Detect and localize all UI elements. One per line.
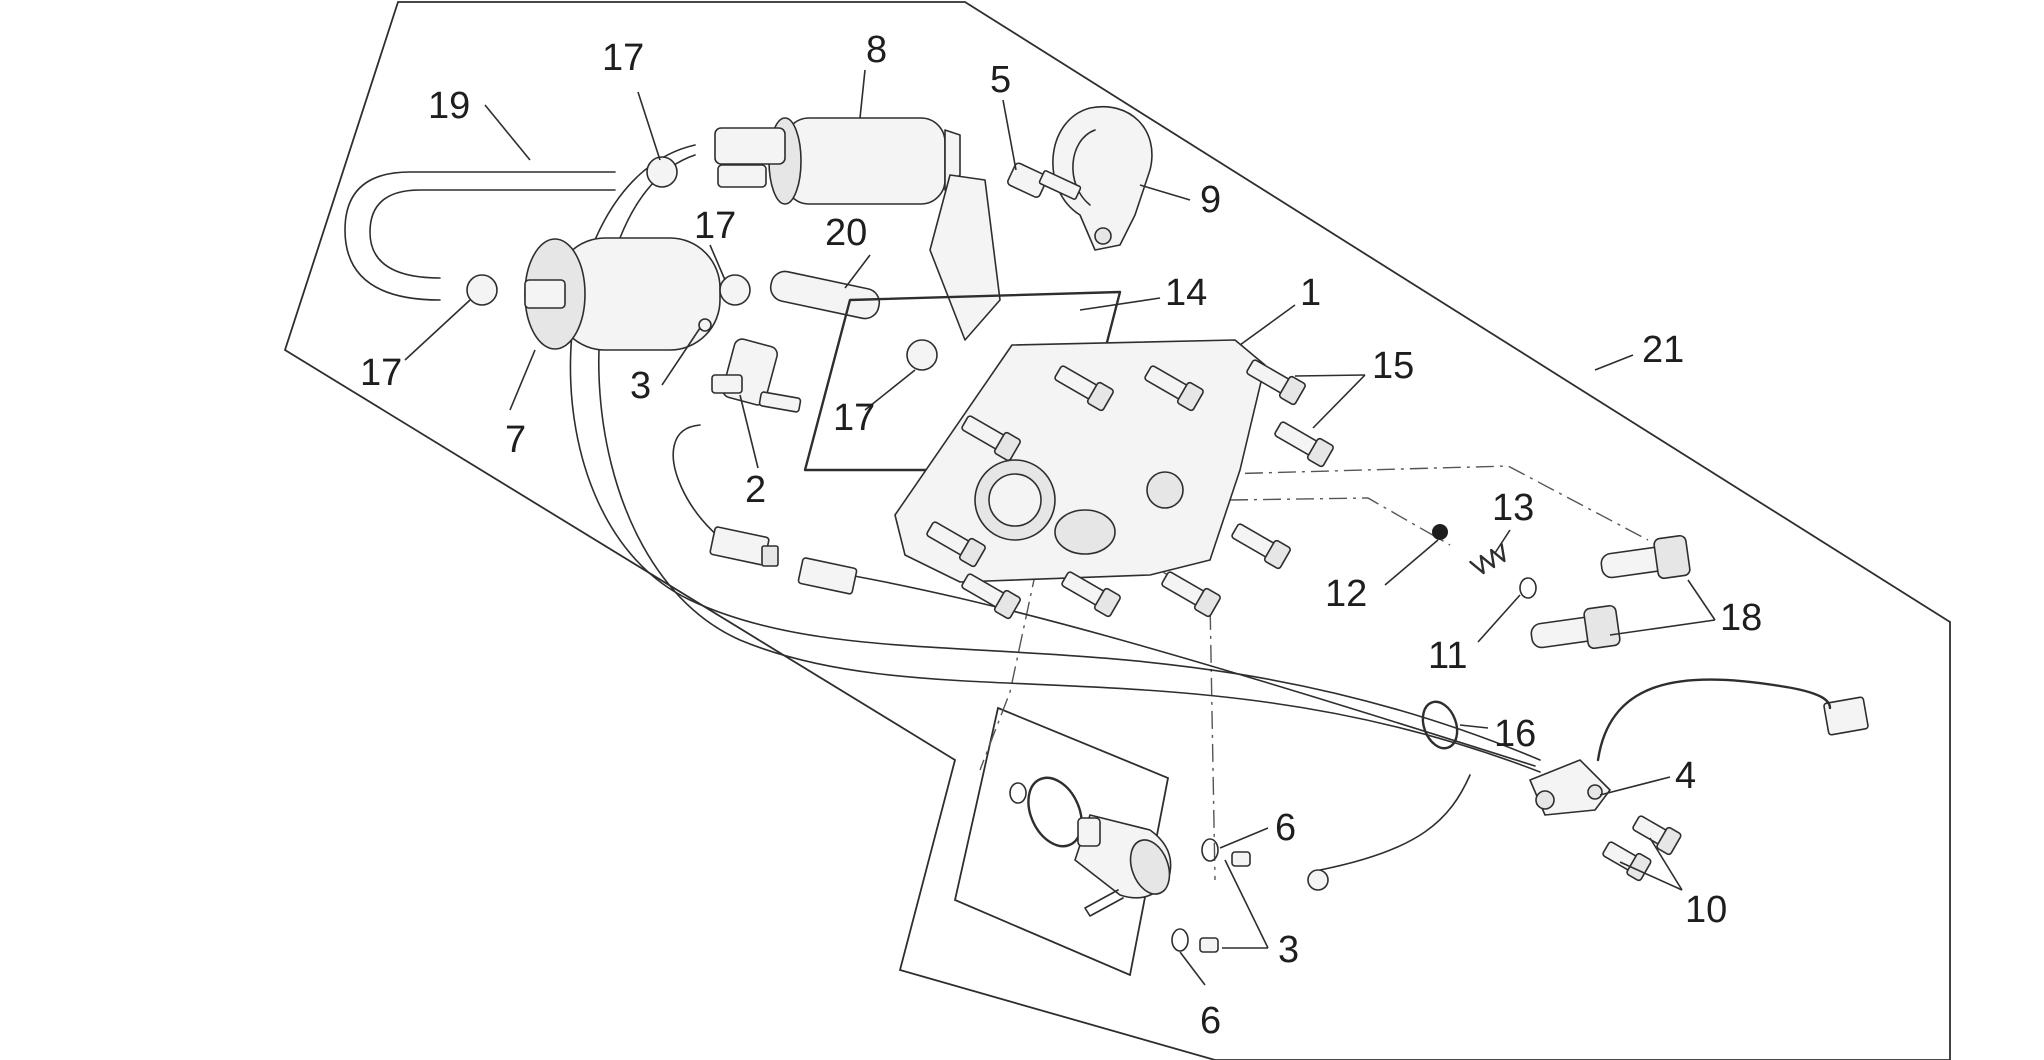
flange-plate-1 <box>894 339 1266 583</box>
callout-14: 14 <box>1165 272 1207 314</box>
bracket-9 <box>1052 105 1153 251</box>
callout-labels: 1 2 3 3 4 5 6 6 7 8 9 10 11 12 13 14 15 … <box>360 29 1762 1042</box>
callout-5: 5 <box>990 59 1011 101</box>
callout-10: 10 <box>1685 889 1727 931</box>
assembly-frame <box>283 1 1951 1060</box>
hose-clamps-17 <box>466 156 938 371</box>
ring-terminal <box>1307 869 1329 891</box>
callout-17-top: 17 <box>602 37 644 79</box>
callout-2: 2 <box>745 469 766 511</box>
callout-6-top: 6 <box>1275 807 1296 849</box>
callout-17-left: 17 <box>360 352 402 394</box>
sensor-2 <box>711 338 802 413</box>
callout-15: 15 <box>1372 345 1414 387</box>
callout-3-top: 3 <box>630 365 651 407</box>
screws-3-and-washers-6 <box>698 318 1251 953</box>
callout-17-middle: 17 <box>694 205 736 247</box>
bolts-15 <box>926 359 1334 620</box>
check-valve-parts <box>1432 524 1537 599</box>
callout-3-bottom: 3 <box>1278 929 1299 971</box>
callout-11: 11 <box>1428 635 1467 677</box>
callout-1: 1 <box>1300 272 1321 314</box>
o-ring-16 <box>1421 700 1459 750</box>
fuel-filter-7 <box>524 237 721 351</box>
callout-7: 7 <box>505 419 526 461</box>
bolts-10 <box>1602 815 1682 882</box>
callout-20: 20 <box>825 212 867 254</box>
callout-8: 8 <box>866 29 887 71</box>
callout-4: 4 <box>1675 755 1696 797</box>
screw-5 <box>1007 162 1082 200</box>
callout-21: 21 <box>1642 329 1684 371</box>
connectors <box>709 526 1869 736</box>
sensor-cable <box>1596 678 1832 762</box>
callout-6-bottom: 6 <box>1200 1000 1221 1042</box>
fuel-pump-8 <box>714 117 1001 341</box>
callout-16: 16 <box>1494 713 1536 755</box>
grommet-4 <box>1529 759 1611 816</box>
nozzles-18 <box>1530 534 1691 650</box>
leader-lines <box>404 69 1716 986</box>
callout-18: 18 <box>1720 597 1762 639</box>
callout-17-lower: 17 <box>833 397 875 439</box>
callout-9: 9 <box>1200 179 1221 221</box>
regulator-inset-box <box>953 706 1170 977</box>
hose-20 <box>769 270 881 320</box>
hose-19 <box>344 171 616 301</box>
pressure-regulator <box>1009 776 1172 917</box>
callout-13: 13 <box>1492 487 1534 529</box>
callout-12: 12 <box>1325 573 1367 615</box>
callout-19: 19 <box>428 85 470 127</box>
